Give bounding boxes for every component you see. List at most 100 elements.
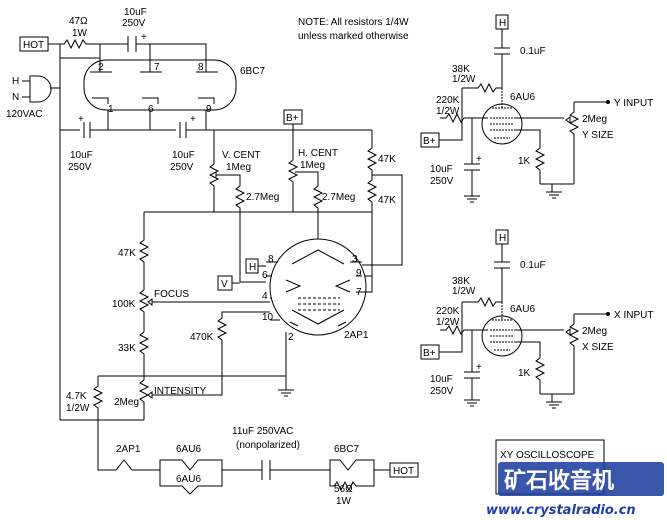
rect-filter-bus xyxy=(60,122,372,138)
c-top-rating: 250V xyxy=(122,18,146,29)
heater-6au6-pair xyxy=(159,459,223,495)
y-amplifier: H 0.1uF 38K 1/2W 220K 1/2W 6AU6 B+ + 10u… xyxy=(420,14,653,203)
y-pot-value: 2Meg xyxy=(582,114,607,125)
note-line-1: NOTE: All resistors 1/4W xyxy=(298,17,409,28)
intensity-pot-label: INTENSITY xyxy=(154,386,207,397)
crt-pin-6: 6 xyxy=(262,270,268,281)
heater-6bc7-label: 6BC7 xyxy=(334,444,359,455)
y-plate-r-rating: 1/2W xyxy=(452,74,476,85)
r-g1-value: 470K xyxy=(190,332,214,343)
mains-plug-h-label: H xyxy=(12,76,19,87)
watermark: 矿石收音机 www.crystalradio.cn xyxy=(486,462,664,518)
x-size-pot xyxy=(568,314,580,394)
y-screen-r-value: 220K xyxy=(436,95,460,106)
rect-pin-6: 6 xyxy=(148,104,154,115)
tube-6bc7 xyxy=(83,59,237,111)
c-right-rating: 250V xyxy=(170,162,194,173)
svg-text:+: + xyxy=(141,32,147,43)
y-size-pot xyxy=(568,102,580,184)
r-input-resistor xyxy=(60,38,100,50)
crt-deflection-plates xyxy=(291,249,345,325)
rv-value: 2.7Meg xyxy=(246,192,279,203)
r-g1-resistor xyxy=(216,311,270,341)
bplus-top-label: B+ xyxy=(286,113,299,124)
c-top-value: 10uF xyxy=(124,7,147,18)
centering-network: B+ V. CENT 1Meg H. CENT 1Meg 2.7Meg 2.7M… xyxy=(208,109,403,283)
x-plate-r-rating: 1/2W xyxy=(452,286,476,297)
y-plate-r-value: 38K xyxy=(452,64,470,75)
hv-divider: 47K 100K FOCUS 33K 2Meg INTENSITY 470K 4… xyxy=(60,211,286,421)
heater-r-value: 56Ω xyxy=(334,484,353,495)
crt-v-label: V xyxy=(221,279,228,290)
focus-pot-value: 100K xyxy=(112,299,136,310)
c-nonpolar-note: (nonpolarized) xyxy=(236,440,300,451)
c-right-value: 10uF xyxy=(172,150,195,161)
crt-pin-9: 9 xyxy=(356,268,362,279)
x-coupling-value: 0.1uF xyxy=(520,260,546,271)
rectifier-section: 47Ω 1W 10uF 250V + 6BC7 2 7 8 1 6 9 + + … xyxy=(59,7,372,420)
intensity-pot-value: 2Meg xyxy=(114,397,139,408)
svg-text:+: + xyxy=(78,114,84,125)
x-screen-cap-rating: 250V xyxy=(430,386,454,397)
crt-heater-label: H xyxy=(249,262,256,273)
crt-pin-3: 3 xyxy=(352,254,358,265)
svg-text:+: + xyxy=(190,114,196,125)
rect-pin-7: 7 xyxy=(154,62,160,73)
y-input-label: Y INPUT xyxy=(614,98,653,109)
ra-value: 47K xyxy=(378,154,396,165)
svg-text:+: + xyxy=(476,154,482,165)
x-tube-label: 6AU6 xyxy=(510,304,535,315)
x-screen-r-rating: 1/2W xyxy=(436,317,460,328)
v-cent-label: V. CENT xyxy=(222,150,261,161)
y-screen-cap-value: 10uF xyxy=(430,164,453,175)
c-nonpolar xyxy=(222,460,330,480)
divider-r1: 47K xyxy=(118,248,136,259)
heater-6bc7-and-r xyxy=(329,459,375,492)
v-cent-value: 1Meg xyxy=(226,162,251,173)
y-cathode-r-value: 1K xyxy=(518,156,531,167)
crt-pin-2: 2 xyxy=(288,332,294,343)
centering-resistors xyxy=(366,130,378,212)
hot-label: HOT xyxy=(23,40,44,51)
x-amplifier: H 0.1uF 38K 1/2W 220K 1/2W 6AU6 B+ + 10u… xyxy=(420,229,653,409)
x-size-label: X SIZE xyxy=(582,342,614,353)
heater-r-rating: 1W xyxy=(336,496,352,507)
divider-resistor-47k xyxy=(138,212,150,290)
x-plate-resistor xyxy=(462,296,502,308)
mains-plug-n-label: N xyxy=(12,92,19,103)
r-bleed-resistor xyxy=(92,376,104,420)
x-ground-icon xyxy=(464,399,480,407)
y-plate-resistor xyxy=(462,82,502,94)
y-cathode-resistor xyxy=(514,117,564,184)
tube-6bc7-label: 6BC7 xyxy=(240,66,265,77)
x-heater-label: H xyxy=(499,233,506,244)
crt-pin-8: 8 xyxy=(268,254,274,265)
x-bplus-label: B+ xyxy=(423,348,436,359)
y-tube-label: 6AU6 xyxy=(510,92,535,103)
x-screen-cap-value: 10uF xyxy=(430,374,453,385)
r-bleed-value: 4.7K xyxy=(66,391,87,402)
intensity-pot xyxy=(138,379,150,420)
note-line-2: unless marked otherwise xyxy=(298,31,409,42)
x-cathode-ground xyxy=(540,393,574,409)
rect-pin-9: 9 xyxy=(206,104,212,115)
heater-2ap1-label: 2AP1 xyxy=(116,444,141,455)
rect-pin-2: 2 xyxy=(98,62,104,73)
svg-text:+: + xyxy=(476,362,482,373)
y-screen-cap-rating: 250V xyxy=(430,176,454,187)
mains-voltage-label: 120VAC xyxy=(6,109,43,120)
heater-string: 2AP1 6AU6 6AU6 11uF 250VAC (nonpolarized… xyxy=(97,420,419,507)
y-screen-r-rating: 1/2W xyxy=(436,106,460,117)
rb-value: 47K xyxy=(378,195,396,206)
y-ground-icon xyxy=(464,195,480,203)
y-bplus-label: B+ xyxy=(423,136,436,147)
divider-resistor-33k xyxy=(138,331,150,380)
focus-pot-label: FOCUS xyxy=(154,289,189,300)
crt-pin-4: 4 xyxy=(262,291,268,302)
x-plate-r-value: 38K xyxy=(452,276,470,287)
mains-input: HOT H N 120VAC xyxy=(6,36,100,120)
crt-section: 2AP1 8 6 3 9 4 7 10 2 H V xyxy=(217,238,373,397)
h-cent-label: H. CENT xyxy=(298,148,338,159)
h-cent-value: 1Meg xyxy=(300,160,325,171)
x-input-label: X INPUT xyxy=(614,310,653,321)
